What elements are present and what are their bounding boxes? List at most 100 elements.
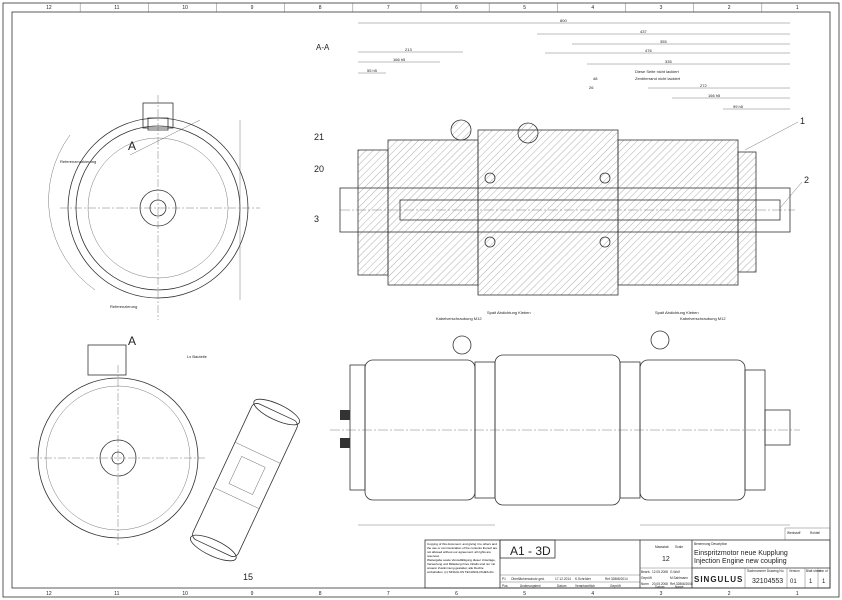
zone-number: 2 [728,5,731,11]
svg-text:17.12.2014: 17.12.2014 [555,577,571,581]
zone-number: 4 [591,5,594,11]
scale-value: 12 [662,556,670,563]
note-reference: Referenzmarkierung [60,159,96,164]
zone-number: 3 [660,5,663,11]
svg-text:Pos.: Pos. [502,584,508,588]
drawing-number: 32104553 [752,578,783,585]
svg-text:437: 437 [640,29,647,34]
front-view-a: A Referenzmarkierung Referenzierung [48,95,260,320]
zone-number: 5 [523,5,526,11]
singulus-logo: SINGULUS [694,575,743,584]
inner-frame [11,11,831,589]
svg-text:21: 21 [314,132,324,142]
svg-text:166 h5: 166 h5 [708,93,721,98]
balloon-15: 15 [243,572,253,582]
svg-text:Rohteil: Rohteil [810,531,820,535]
section-view-a-a: A-A [316,43,795,296]
zone-number: 11 [114,591,119,597]
svg-text:Änderungstext: Änderungstext [520,584,541,588]
svg-text:48: 48 [593,76,598,81]
svg-text:1: 1 [800,116,805,126]
copyright-en: Copying of this document, and giving it … [427,542,498,558]
note-referenzierung: Referenzierung [110,304,137,309]
zone-number: 4 [591,591,594,597]
zone-number: 8 [319,591,322,597]
svg-text:99 h5: 99 h5 [733,104,744,109]
svg-text:von of: von of [819,569,828,573]
svg-text:2: 2 [804,175,809,185]
svg-text:Bearb.: Bearb. [641,570,651,574]
format-label: A1 - 3D [510,544,551,558]
svg-text:26: 26 [589,85,594,90]
svg-text:Ref.32868/2008: Ref.32868/2008 [670,582,693,586]
svg-text:Kabelverschraubung M12: Kabelverschraubung M12 [680,316,726,321]
zone-number: 10 [182,591,188,597]
zone-number: 5 [523,591,526,597]
svg-text:335: 335 [665,59,672,64]
svg-text:3: 3 [314,214,319,224]
svg-text:Datum: Datum [655,585,665,589]
zone-number: 3 [660,591,663,597]
svg-text:800: 800 [560,18,567,23]
svg-text:20: 20 [314,164,324,174]
svg-text:12.05.2008: 12.05.2008 [652,570,668,574]
svg-text:Massstab: Massstab [655,545,669,549]
title-de: Einspritzmotor neue Kupplung [694,550,788,557]
zone-number: 9 [251,5,254,11]
svg-text:20.05.2008: 20.05.2008 [652,582,668,586]
zone-number: 12 [46,591,52,597]
svg-text:Spalt Abdichtung Kleben: Spalt Abdichtung Kleben [655,310,699,315]
svg-text:355: 355 [660,39,667,44]
copyright-de: Weitergabe sowie Vervielfältigung dieser… [427,558,496,574]
svg-text:G.Wolf: G.Wolf [670,570,680,574]
side-view [330,330,800,526]
svg-text:Blatt sheet: Blatt sheet [806,569,821,573]
svg-text:Sachnummer Drawing No.: Sachnummer Drawing No. [747,569,784,573]
zone-number: 2 [728,591,731,597]
title-block [424,527,831,589]
svg-text:Geprüft: Geprüft [641,576,652,580]
svg-text:K.Schröder: K.Schröder [575,577,592,581]
sheet: 1 [809,579,813,585]
zone-number: 9 [251,591,254,597]
zone-number: 11 [114,5,119,11]
zone-number: 1 [796,5,799,11]
svg-text:476: 476 [645,48,652,53]
svg-text:Spalt Abdichtung Kleben: Spalt Abdichtung Kleben [487,310,531,315]
svg-text:Ref.32868/2014: Ref.32868/2014 [605,577,628,581]
svg-text:213: 213 [405,47,412,52]
svg-text:Verantwortlich: Verantwortlich [575,584,595,588]
svg-text:M.Sahlmann: M.Sahlmann [670,576,688,580]
sheet-of: 1 [822,579,826,585]
svg-text:Scale: Scale [675,545,683,549]
svg-text:166 h5: 166 h5 [393,57,406,62]
svg-text:Name: Name [675,585,684,589]
version: 01 [790,579,797,585]
view-marker: A [128,139,136,153]
svg-text:Datum: Datum [557,584,567,588]
svg-text:Benennung Description: Benennung Description [694,542,727,546]
balloons: 1 2 3 20 21 [314,116,809,224]
note-lx: Lx Bauteile [187,354,208,359]
title-block-text: Copying of this document, and giving it … [427,531,828,589]
zone-number: 6 [455,5,458,11]
zone-number: 7 [387,591,390,597]
note-centering: Zentrierrand nicht lackiert [635,76,681,81]
zone-number: 7 [387,5,390,11]
view-marker-2: A [128,334,136,348]
svg-text:P1: P1 [502,577,506,581]
zone-number: 1 [796,591,799,597]
isometric-view [189,398,301,562]
svg-text:Oberflächenschutz geä.: Oberflächenschutz geä. [511,577,545,581]
front-view-bottom: A Lx Bauteile [30,334,208,545]
zone-number: 6 [455,591,458,597]
section-label: A-A [316,43,330,52]
svg-text:55 h5: 55 h5 [367,68,378,73]
svg-text:Kabelverschraubung M12: Kabelverschraubung M12 [436,316,482,321]
svg-text:Werkstoff: Werkstoff [787,531,800,535]
zone-number: 10 [182,5,188,11]
svg-text:272: 272 [700,83,707,88]
